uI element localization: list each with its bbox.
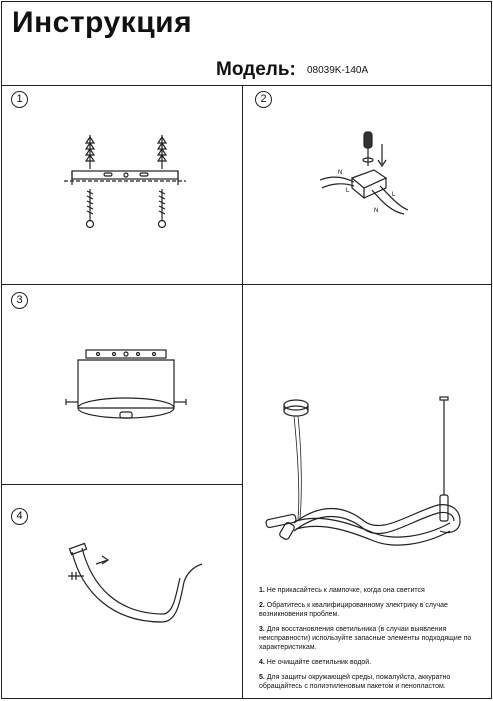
step-number-3: 3 bbox=[11, 292, 28, 309]
step-number-1: 1 bbox=[11, 91, 28, 108]
wire-label-l-1: L bbox=[346, 188, 350, 194]
safety-notes: 1. Не прикасайтесь к лампочке, когда она… bbox=[259, 586, 484, 697]
step-number-4: 4 bbox=[11, 508, 28, 525]
mounting-bracket-drawing bbox=[64, 135, 186, 229]
page-title: Инструкция bbox=[12, 6, 193, 39]
luminaire-drawing bbox=[265, 396, 461, 546]
model-label: Модель: bbox=[216, 59, 296, 80]
wire-label-n-2: N bbox=[374, 208, 378, 214]
cable-connection-drawing bbox=[68, 542, 203, 623]
wiring-terminal-drawing: N L N L bbox=[319, 131, 409, 215]
header-divider bbox=[2, 85, 491, 86]
note-item: 4. Не очищайте светильник водой. bbox=[259, 659, 372, 666]
note-item: 5. Для защиты окружающей среды, пожалуйс… bbox=[259, 674, 451, 690]
canopy-assembly-drawing bbox=[65, 349, 187, 419]
note-item: 1. Не прикасайтесь к лампочке, когда она… bbox=[259, 587, 425, 594]
wire-label-n-1: N bbox=[338, 170, 342, 176]
column-divider bbox=[242, 85, 243, 698]
model-number: 08039K-140A bbox=[307, 65, 369, 76]
step-number-2: 2 bbox=[255, 91, 272, 108]
note-item: 2. Обратитесь к квалифицированному элект… bbox=[259, 602, 448, 618]
wire-label-l-2: L bbox=[392, 192, 396, 198]
note-item: 3. Для восстановления светильника (в слу… bbox=[259, 626, 472, 651]
row-divider-1 bbox=[2, 284, 491, 285]
row-divider-2 bbox=[2, 484, 242, 485]
